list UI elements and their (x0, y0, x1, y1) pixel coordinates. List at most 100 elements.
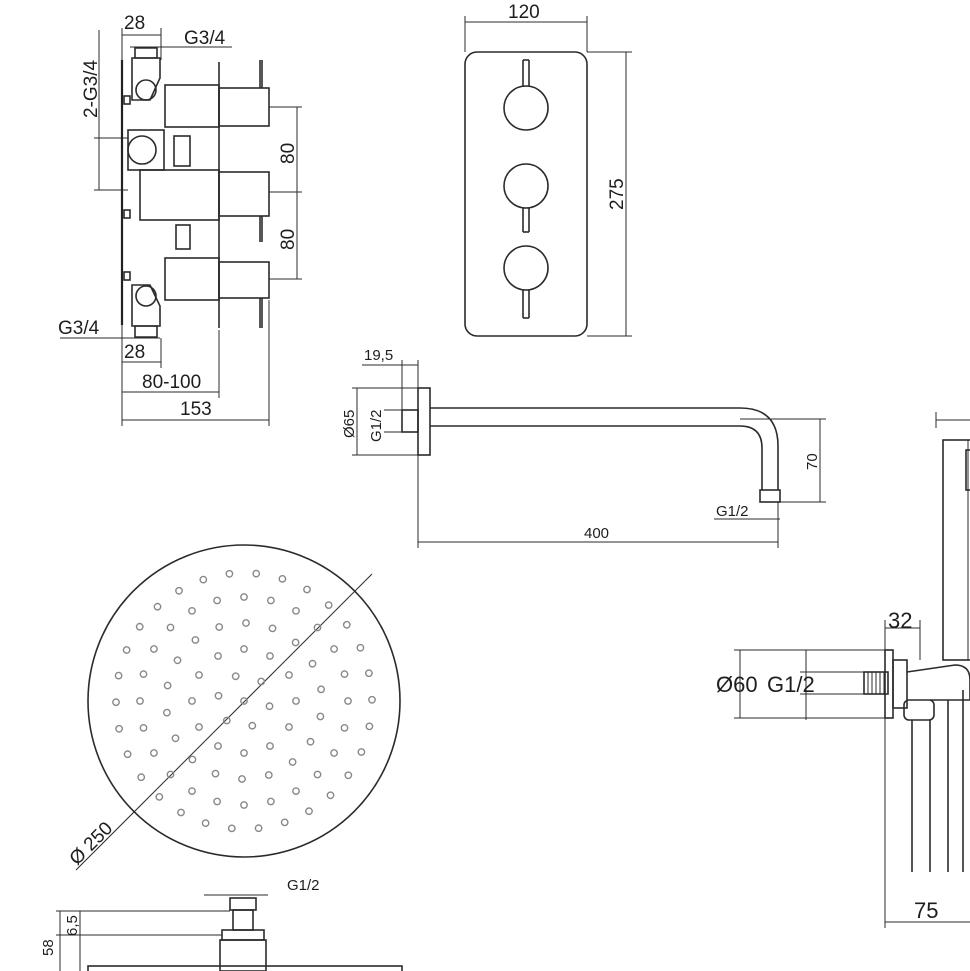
valve-side-view: 28 G3/4 2-G3/4 (58, 13, 302, 426)
plate-height-label: 275 (607, 178, 628, 210)
nozzle-dot (188, 787, 196, 795)
valve-depth-range-label: 80-100 (142, 372, 201, 393)
head-height-plate-label: 6,5 (64, 915, 81, 936)
nozzle-dot (175, 586, 183, 595)
arm-flange-depth-label: 19,5 (364, 347, 393, 364)
nozzle-dot (324, 601, 333, 609)
nozzle-dot (188, 697, 196, 705)
valve-spacing-1-label: 80 (278, 143, 299, 164)
nozzle-dot (240, 593, 248, 601)
elbow-depth-label: 32 (888, 608, 912, 633)
nozzle-dot (211, 769, 220, 778)
arm-drop-label: 70 (804, 453, 821, 470)
nozzle-dot (240, 697, 248, 705)
nozzle-dot (240, 801, 248, 809)
head-inlet-thread-label: G1/2 (287, 877, 320, 894)
nozzle-dot (292, 787, 300, 795)
nozzle-dot (214, 652, 222, 660)
cover-plate-front: 120 275 (464, 2, 632, 337)
nozzle-dot (149, 749, 158, 757)
nozzle-dot (177, 808, 185, 817)
nozzle-dot (195, 671, 203, 679)
nozzle-dot (139, 670, 148, 678)
nozzle-dot (285, 723, 293, 731)
nozzle-dot (242, 619, 250, 627)
nozzle-dot (171, 734, 180, 743)
nozzle-dot (266, 596, 275, 605)
nozzle-dot (291, 638, 300, 647)
nozzle-dot (265, 702, 274, 711)
nozzle-dot (342, 620, 351, 629)
shower-head-side-view: G1/2 6,5 58 (40, 877, 403, 971)
nozzle-dot (368, 695, 376, 704)
nozzle-dot (149, 645, 158, 653)
nozzle-dot (153, 602, 162, 611)
nozzle-dot (344, 771, 353, 780)
nozzle-dot (357, 748, 366, 756)
shower-head-top-view: Ø 250 (66, 544, 401, 871)
nozzle-dot (252, 569, 261, 578)
nozzle-dot (240, 749, 248, 757)
nozzle-dot (162, 708, 171, 717)
nozzle-dot (266, 652, 274, 660)
nozzle-dot (313, 770, 322, 779)
nozzle-dot (227, 824, 236, 833)
nozzle-dot (163, 681, 172, 690)
valve-top-width-label: 28 (124, 13, 145, 34)
nozzle-dot (365, 722, 374, 731)
nozzle-dot (264, 771, 273, 779)
nozzle-dot (316, 712, 325, 721)
nozzle-dot (188, 755, 197, 764)
nozzle-dot (225, 569, 234, 578)
nozzle-dot (317, 685, 325, 694)
nozzle-dot (305, 807, 313, 816)
nozzle-dot (166, 770, 175, 779)
arm-outlet-thread-label: G1/2 (716, 503, 749, 520)
nozzle-dot (201, 819, 210, 827)
nozzle-dot (288, 758, 297, 766)
valve-spacing-2-label: 80 (278, 229, 299, 250)
nozzle-dot (330, 645, 338, 653)
elbow-thread-label: G1/2 (767, 672, 815, 697)
nozzle-dot (340, 670, 349, 678)
nozzle-dot (231, 672, 240, 681)
nozzle-dot (303, 585, 311, 594)
nozzle-dot (139, 724, 148, 732)
nozzle-dot (278, 575, 287, 583)
nozzle-dot (240, 645, 248, 653)
nozzle-dot (191, 636, 200, 644)
shower-arm: 19,5 Ø65 G1/2 70 G1/2 400 (341, 347, 826, 548)
nozzle-dot (306, 737, 315, 746)
nozzle-dot (248, 721, 257, 730)
nozzle-dot (326, 791, 335, 800)
nozzle-dot (280, 818, 289, 827)
nozzle-dot (214, 742, 222, 750)
nozzle-dot (136, 697, 144, 705)
nozzle-dot (122, 646, 131, 654)
nozzle-dot (364, 669, 373, 678)
head-diameter-label: Ø 250 (66, 818, 117, 869)
arm-flange-diameter-label: Ø65 (341, 410, 358, 438)
nozzle-dot (123, 750, 132, 759)
nozzle-dot (213, 797, 222, 806)
nozzle-dot (114, 671, 123, 680)
nozzle-dot (195, 723, 203, 731)
valve-total-depth-label: 153 (180, 399, 212, 420)
nozzle-dot (222, 716, 231, 725)
wall-elbow-assembly: 32 Ø60 G1/2 75 (716, 412, 970, 928)
nozzle-dot (115, 724, 124, 733)
nozzle-dot (112, 698, 120, 707)
arm-wall-thread-label: G1/2 (368, 409, 385, 442)
nozzle-dot (238, 775, 246, 783)
nozzle-dot (292, 697, 300, 705)
head-height-total-label: 58 (40, 939, 57, 956)
plate-width-label: 120 (508, 2, 540, 23)
nozzle-dot (137, 773, 146, 782)
valve-bottom-thread-label: G3/4 (58, 318, 100, 339)
nozzle-dot (340, 724, 349, 732)
nozzle-dot (292, 607, 300, 615)
nozzle-dot (344, 697, 352, 705)
nozzle-dot (257, 677, 266, 686)
nozzle-dot (254, 824, 263, 833)
